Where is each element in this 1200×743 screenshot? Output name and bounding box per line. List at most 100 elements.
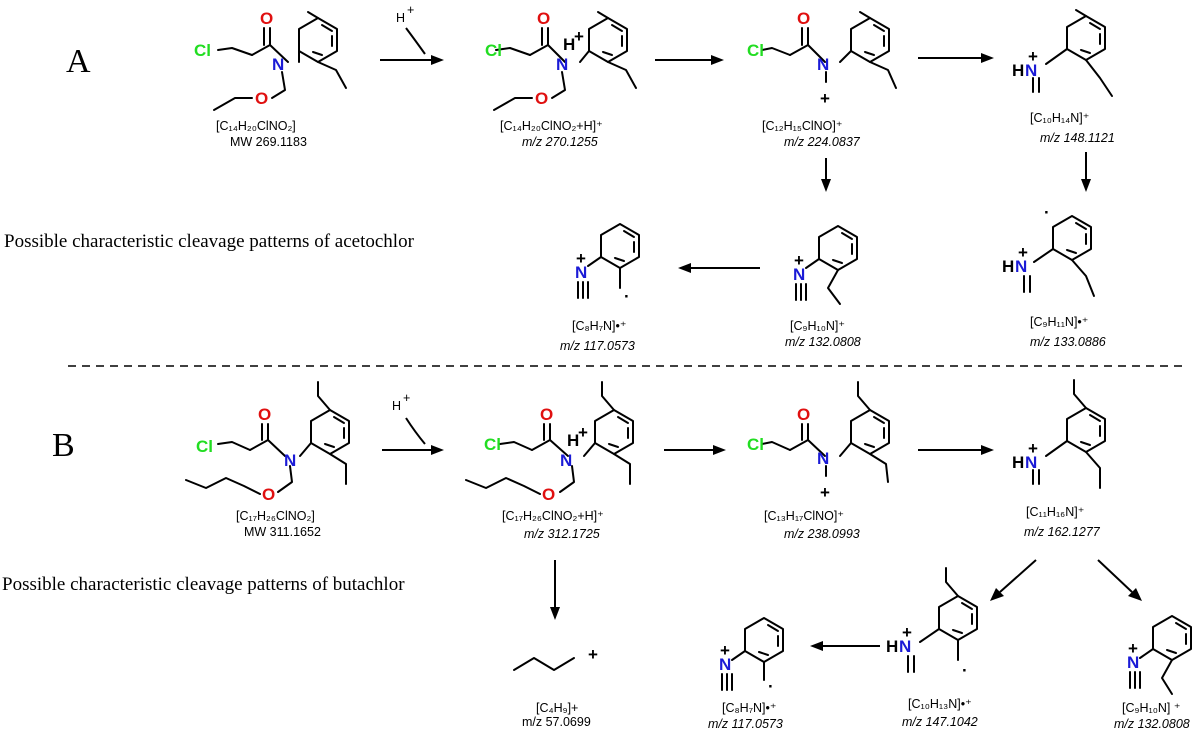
- oxygen-carbonyl-label: O: [258, 405, 271, 424]
- arrow-head: [810, 641, 823, 651]
- chlorine-label: Cl: [485, 41, 502, 60]
- oxygen-ether-label: O: [262, 485, 275, 504]
- nitrogen-label: N: [575, 263, 587, 282]
- oxygen-ether-label: O: [255, 89, 268, 108]
- charge-plus: +: [578, 423, 588, 442]
- arrow-head: [550, 607, 560, 620]
- fragment-133-structure: · H N +: [1002, 203, 1095, 297]
- reaction-arrow: [1097, 559, 1133, 593]
- oxygen-carbonyl-label: O: [537, 9, 550, 28]
- proton-charge: +: [403, 391, 410, 405]
- arrow-head: [711, 55, 724, 65]
- butyl-cation-structure: +: [513, 645, 598, 671]
- oxygen-carbonyl-label: O: [260, 9, 273, 28]
- nitrogen-label: N: [1025, 61, 1037, 80]
- fragment-132-structure: N +: [1127, 615, 1192, 695]
- oxygen-carbonyl-label: O: [797, 405, 810, 424]
- nitrogen-label: N: [719, 655, 731, 674]
- charge-plus: +: [1128, 639, 1138, 658]
- compound-mass: m/z 132.0808: [1114, 717, 1190, 731]
- compound-mass: MW 269.1183: [230, 135, 307, 149]
- nitrogen-label: N: [899, 637, 911, 656]
- charge-plus: +: [794, 251, 804, 270]
- compound-mass: m/z 147.1042: [902, 715, 978, 729]
- hydrogen-label: H: [567, 431, 579, 450]
- nitrogen-label: N: [556, 55, 568, 74]
- charge-plus: +: [820, 89, 830, 108]
- compound-mass: MW 311.1652: [244, 525, 321, 539]
- compound-formula: [C₈H₇N]•⁺: [572, 319, 626, 333]
- charge-plus: +: [1028, 47, 1038, 66]
- fragment-117-structure: · N +: [719, 617, 784, 696]
- compound-formula: [C₁₁H₁₆N]⁺: [1026, 505, 1084, 519]
- compound-mass: m/z 238.0993: [784, 527, 860, 541]
- compound-mass: m/z 132.0808: [785, 335, 861, 349]
- oxygen-carbonyl-label: O: [797, 9, 810, 28]
- arrow-head: [981, 445, 994, 455]
- oxygen-ether-label: O: [535, 89, 548, 108]
- hydrogen-label: H: [1002, 257, 1014, 276]
- radical-dot: ·: [624, 287, 630, 306]
- fragment-224-structure: O Cl N +: [747, 9, 897, 108]
- charge-plus: +: [1018, 243, 1028, 262]
- compound-formula: [C₉H₁₀N]⁺: [790, 319, 845, 333]
- compound-formula: [C₁₃H₁₇ClNO]⁺: [764, 509, 844, 523]
- arrow-head: [1081, 179, 1091, 192]
- chlorine-label: Cl: [484, 435, 501, 454]
- compound-formula: [C₁₂H₁₅ClNO]⁺: [762, 119, 842, 133]
- compound-mass: m/z 117.0573: [708, 717, 783, 731]
- compound-mass: m/z 117.0573: [560, 339, 635, 353]
- hydrogen-label: H: [1012, 61, 1024, 80]
- charge-plus: +: [574, 27, 584, 46]
- compound-formula: [C₁₇H₂₆ClNO₂+H]⁺: [502, 509, 604, 523]
- arrow-head: [990, 588, 1004, 601]
- charge-plus: +: [576, 249, 586, 268]
- acetochlor-structure: O Cl N O: [194, 9, 347, 111]
- nitrogen-label: N: [1127, 653, 1139, 672]
- nitrogen-label: N: [817, 55, 829, 74]
- charge-plus: +: [902, 623, 912, 642]
- section-b-letter: B: [52, 427, 75, 464]
- compound-formula: [C₁₄H₂₀ClNO₂+H]⁺: [500, 119, 603, 133]
- protonation-arrow: H +: [382, 391, 444, 455]
- reaction-arrow: [999, 559, 1037, 593]
- fragment-147-structure: · H N +: [886, 567, 978, 680]
- compound-formula: [C₈H₇N]•⁺: [722, 701, 776, 715]
- chlorine-label: Cl: [747, 41, 764, 60]
- compound-formula: [C₁₄H₂₀ClNO₂]: [216, 119, 296, 133]
- hydrogen-label: H: [563, 35, 575, 54]
- radical-dot: ·: [768, 677, 774, 696]
- compound-formula: [C₁₇H₂₆ClNO₂]: [236, 509, 315, 523]
- chlorine-label: Cl: [747, 435, 764, 454]
- proton-charge: +: [407, 3, 414, 17]
- compound-mass: m/z 148.1121: [1040, 131, 1115, 145]
- arrow-head: [713, 445, 726, 455]
- arrow-head: [1128, 588, 1142, 601]
- compound-mass: m/z 57.0699: [522, 715, 591, 729]
- nitrogen-label: N: [1025, 453, 1037, 472]
- nitrogen-label: N: [284, 451, 296, 470]
- compound-formula: [C₉H₁₀N] ⁺: [1122, 701, 1180, 715]
- oxygen-ether-label: O: [542, 485, 555, 504]
- nitrogen-label: N: [272, 55, 284, 74]
- fragment-148-structure: H N +: [1012, 9, 1113, 97]
- fragment-238-structure: O Cl N +: [747, 381, 890, 502]
- radical-dot: ·: [1044, 203, 1050, 222]
- arrow-head: [678, 263, 691, 273]
- chlorine-label: Cl: [194, 41, 211, 60]
- compound-mass: m/z 270.1255: [522, 135, 598, 149]
- fragment-162-structure: H N +: [1012, 379, 1106, 489]
- hydrogen-label: H: [886, 637, 898, 656]
- protonated-acetochlor-structure: O Cl N H + O: [485, 9, 637, 111]
- protonation-arrow: H +: [380, 3, 444, 65]
- arrow-head: [981, 53, 994, 63]
- compound-formula: [C₄H₉]+: [536, 701, 578, 715]
- compound-mass: m/z 133.0886: [1030, 335, 1106, 349]
- arrow-head: [821, 179, 831, 192]
- charge-plus: +: [720, 641, 730, 660]
- oxygen-carbonyl-label: O: [540, 405, 553, 424]
- butachlor-structure: O Cl N O: [185, 381, 350, 504]
- compound-formula: [C₁₀H₁₃N]•⁺: [908, 697, 972, 711]
